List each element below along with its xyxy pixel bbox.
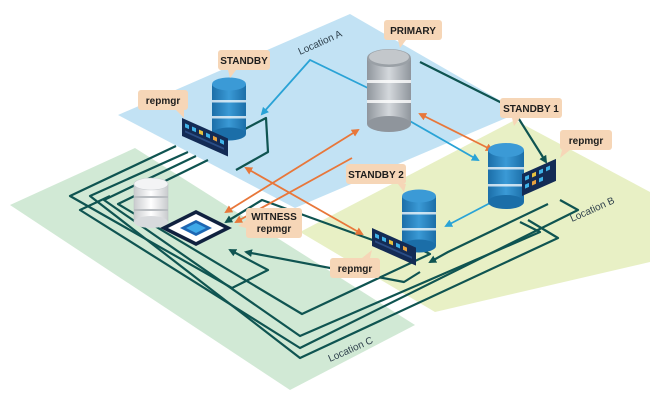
standby2-repmgr-label: repmgr — [338, 264, 373, 275]
arrow-standby-standby2 — [244, 167, 364, 235]
standby1-repmgr-label: repmgr — [569, 136, 604, 147]
standby1-agent-rack-icon — [522, 158, 556, 196]
standby2-callout: STANDBY 2 — [346, 164, 406, 192]
wire-agent2-loop — [244, 249, 421, 284]
monitoring-wires — [68, 61, 580, 360]
location-b-zone — [300, 120, 650, 312]
standby2-agent-rack-icon — [372, 228, 416, 266]
replication-standby1-to-standby2 — [444, 201, 493, 227]
standby-agent-rack-icon — [182, 118, 228, 157]
primary-database-icon — [367, 49, 411, 132]
primary-label: PRIMARY — [390, 26, 436, 37]
standby-repmgr-callout: repmgr — [138, 90, 188, 118]
standby2-database-icon — [402, 189, 436, 253]
wire-standby1-to-agent2 — [428, 203, 549, 263]
standby1-repmgr-callout: repmgr — [560, 130, 612, 158]
standby1-database-icon — [488, 143, 524, 209]
witness-database-icon — [133, 177, 169, 228]
standby-callout: STANDBY — [218, 50, 270, 78]
witness-label: WITNESS — [251, 212, 297, 223]
standby1-callout: STANDBY 1 — [500, 98, 562, 126]
standby-database-icon — [212, 77, 246, 141]
witness-cpu-chip-icon — [160, 210, 232, 246]
standby-repmgr-label: repmgr — [146, 96, 181, 107]
standby2-label: STANDBY 2 — [348, 170, 404, 181]
wire-standby1-loop — [78, 195, 580, 350]
standby-label: STANDBY — [220, 56, 268, 67]
primary-callout: PRIMARY — [384, 20, 442, 48]
standby2-repmgr-callout: repmgr — [330, 250, 380, 278]
location-a-zone — [118, 14, 520, 208]
standby1-label: STANDBY 1 — [503, 104, 559, 115]
witness-repmgr-label: repmgr — [257, 224, 292, 235]
wire-loop-outer — [88, 150, 560, 360]
replication-primary-to-standby — [260, 58, 373, 116]
witness-callout: WITNESS repmgr — [238, 208, 302, 238]
arrow-primary-standby1 — [418, 113, 494, 151]
